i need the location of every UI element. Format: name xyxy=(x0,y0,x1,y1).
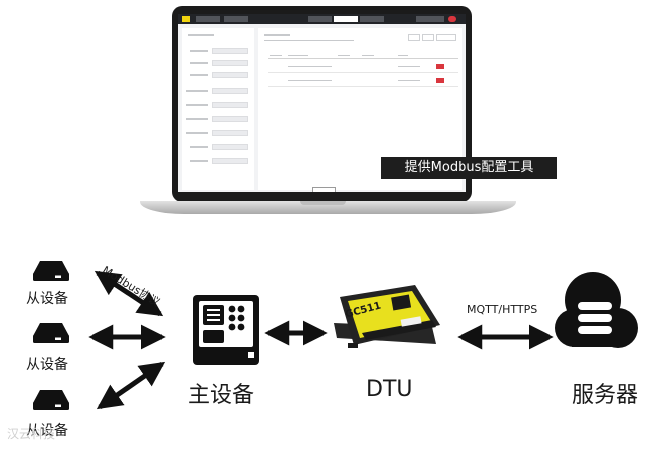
slave-device-icon-1 xyxy=(33,261,69,281)
watermark: 汉云科技 xyxy=(7,425,55,442)
slave-label-2: 从设备 xyxy=(26,354,68,374)
cloud-server-icon xyxy=(555,272,638,348)
slave-device-icon-2 xyxy=(33,323,69,343)
main-device-label: 主设备 xyxy=(188,377,254,409)
slave-label-1: 从设备 xyxy=(26,288,68,308)
master-device-icon xyxy=(193,295,259,365)
cloud-protocol-label: MQTT/HTTPS xyxy=(467,303,537,316)
slave-device-icon-3 xyxy=(33,390,69,410)
server-label: 服务器 xyxy=(572,377,638,409)
arrow-slave3-master xyxy=(100,364,162,407)
dtu-label: DTU xyxy=(366,377,412,402)
